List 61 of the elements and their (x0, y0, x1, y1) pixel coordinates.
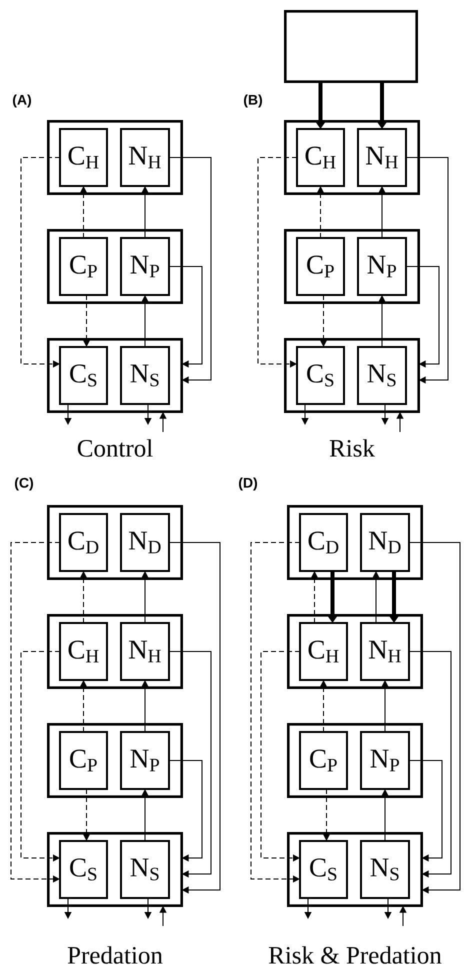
pool-box: N$_{P}$ (120, 237, 170, 296)
pool-box: C$_{H}$ (59, 128, 108, 187)
pool-box: C$_{D}$ (59, 513, 108, 572)
panel-caption: Risk (330, 439, 375, 457)
pool-box: C$_{H}$ (299, 622, 348, 681)
pool-box: N$_{H}$ (120, 128, 170, 187)
compartment-box (284, 338, 420, 413)
pool-box: C$_{P}$ (59, 731, 108, 790)
pool-box: N$_{D}$ (360, 513, 410, 572)
panel-caption: Control (78, 439, 153, 457)
compartment-box (47, 723, 183, 798)
flow-arrow (168, 542, 220, 894)
source-box (284, 10, 418, 83)
compartment-box (287, 832, 423, 907)
panel-label: (B) (244, 94, 262, 108)
compartment-box (47, 505, 183, 580)
pool-box: C$_{H}$ (59, 622, 108, 681)
pool-box: N$_{P}$ (120, 731, 170, 790)
flow-arrow (408, 651, 452, 878)
compartment-box (47, 614, 183, 689)
compartment-box (47, 832, 183, 907)
panel-caption: Predation (68, 946, 163, 964)
panel-caption: Risk & Predation (268, 946, 442, 964)
flow-arrow (168, 651, 212, 878)
pool-box: C$_{D}$ (299, 513, 348, 572)
pool-box: N$_{H}$ (360, 622, 410, 681)
compartment-box (287, 505, 423, 580)
flow-arrow (168, 157, 212, 384)
flow-arrow (168, 266, 202, 368)
pool-box: N$_{S}$ (120, 840, 170, 899)
compartment-box (47, 120, 183, 195)
panel-label: (C) (14, 477, 34, 491)
compartment-box (284, 229, 420, 304)
pool-box: N$_{H}$ (357, 128, 407, 187)
pool-box: N$_{D}$ (120, 513, 170, 572)
pool-box: C$_{S}$ (59, 346, 108, 405)
compartment-box (284, 120, 420, 195)
pool-box: C$_{S}$ (296, 346, 345, 405)
pool-box: N$_{S}$ (120, 346, 170, 405)
compartment-box (47, 229, 183, 304)
compartment-box (47, 338, 183, 413)
pool-box: C$_{S}$ (299, 840, 348, 899)
pool-box: N$_{H}$ (120, 622, 170, 681)
pool-box: C$_{P}$ (296, 237, 345, 296)
panel-label: (A) (12, 94, 32, 108)
pool-box: N$_{S}$ (357, 346, 407, 405)
pool-box: C$_{H}$ (296, 128, 345, 187)
pool-box: C$_{P}$ (59, 237, 108, 296)
flow-arrow (168, 760, 202, 862)
flow-arrow (408, 542, 460, 894)
compartment-box (287, 723, 423, 798)
flow-arrow (408, 760, 442, 862)
compartment-box (287, 614, 423, 689)
pool-box: C$_{P}$ (299, 731, 348, 790)
pool-box: C$_{S}$ (59, 840, 108, 899)
flow-arrow (406, 266, 440, 368)
flow-arrow (406, 157, 448, 384)
panel-label: (D) (238, 477, 258, 491)
pool-box: N$_{P}$ (360, 731, 410, 790)
pool-box: N$_{S}$ (360, 840, 410, 899)
pool-box: N$_{P}$ (357, 237, 407, 296)
